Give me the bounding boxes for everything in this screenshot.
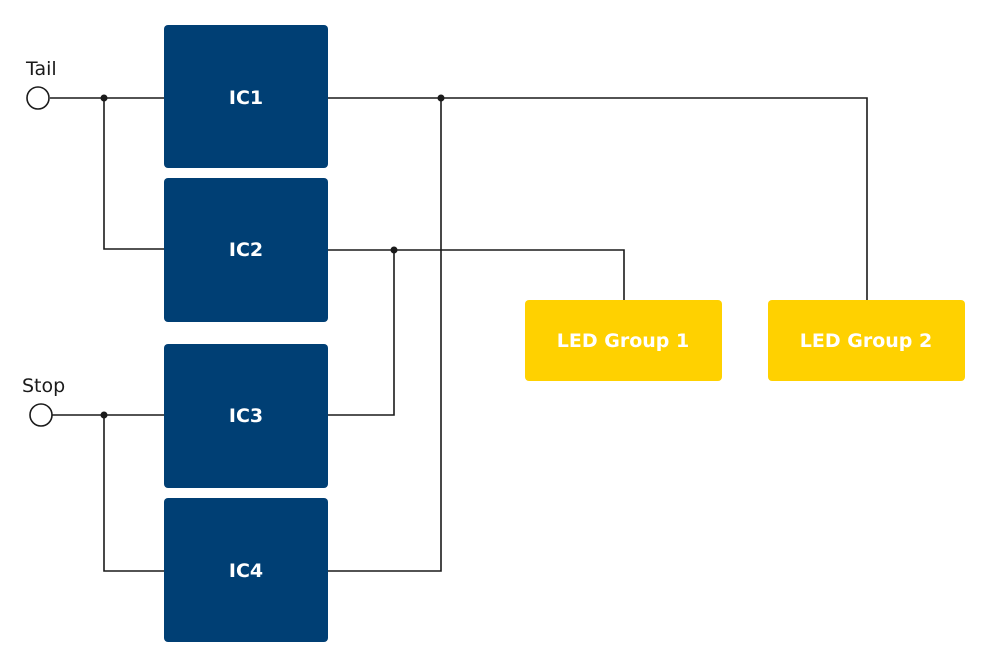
junction-stop [100, 411, 108, 419]
ic2-block: IC2 [164, 178, 328, 322]
stop-terminal [29, 403, 53, 427]
wire-ic1-to-led-group-2 [328, 97, 868, 300]
tail-label: Tail [25, 58, 57, 80]
wire-ic3-to-ic2-node [328, 250, 395, 416]
led-group-1-label: LED Group 1 [557, 330, 689, 352]
junction-ic1-output [437, 94, 445, 102]
led-group-2-block: LED Group 2 [768, 300, 965, 381]
ic3-block: IC3 [164, 344, 328, 488]
wire-ic4-to-ic1-node [328, 98, 442, 572]
ic3-label: IC3 [229, 405, 263, 427]
ic1-block: IC1 [164, 25, 328, 168]
stop-label: Stop [22, 375, 65, 397]
ic1-label: IC1 [229, 87, 263, 109]
junctions [100, 94, 445, 419]
ic2-label: IC2 [229, 239, 263, 261]
wire-ic2-to-led-group-1 [328, 249, 625, 300]
wires [50, 97, 868, 572]
led-group-1-block: LED Group 1 [525, 300, 722, 381]
ic4-block: IC4 [164, 498, 328, 642]
junction-tail [100, 94, 108, 102]
ic4-label: IC4 [229, 560, 263, 582]
wire-stop-branch-to-ic4 [103, 415, 164, 572]
tail-terminal [26, 86, 50, 110]
led-group-2-label: LED Group 2 [800, 330, 932, 352]
wire-tail-branch-to-ic2 [103, 98, 164, 250]
junction-ic2-output [390, 246, 398, 254]
